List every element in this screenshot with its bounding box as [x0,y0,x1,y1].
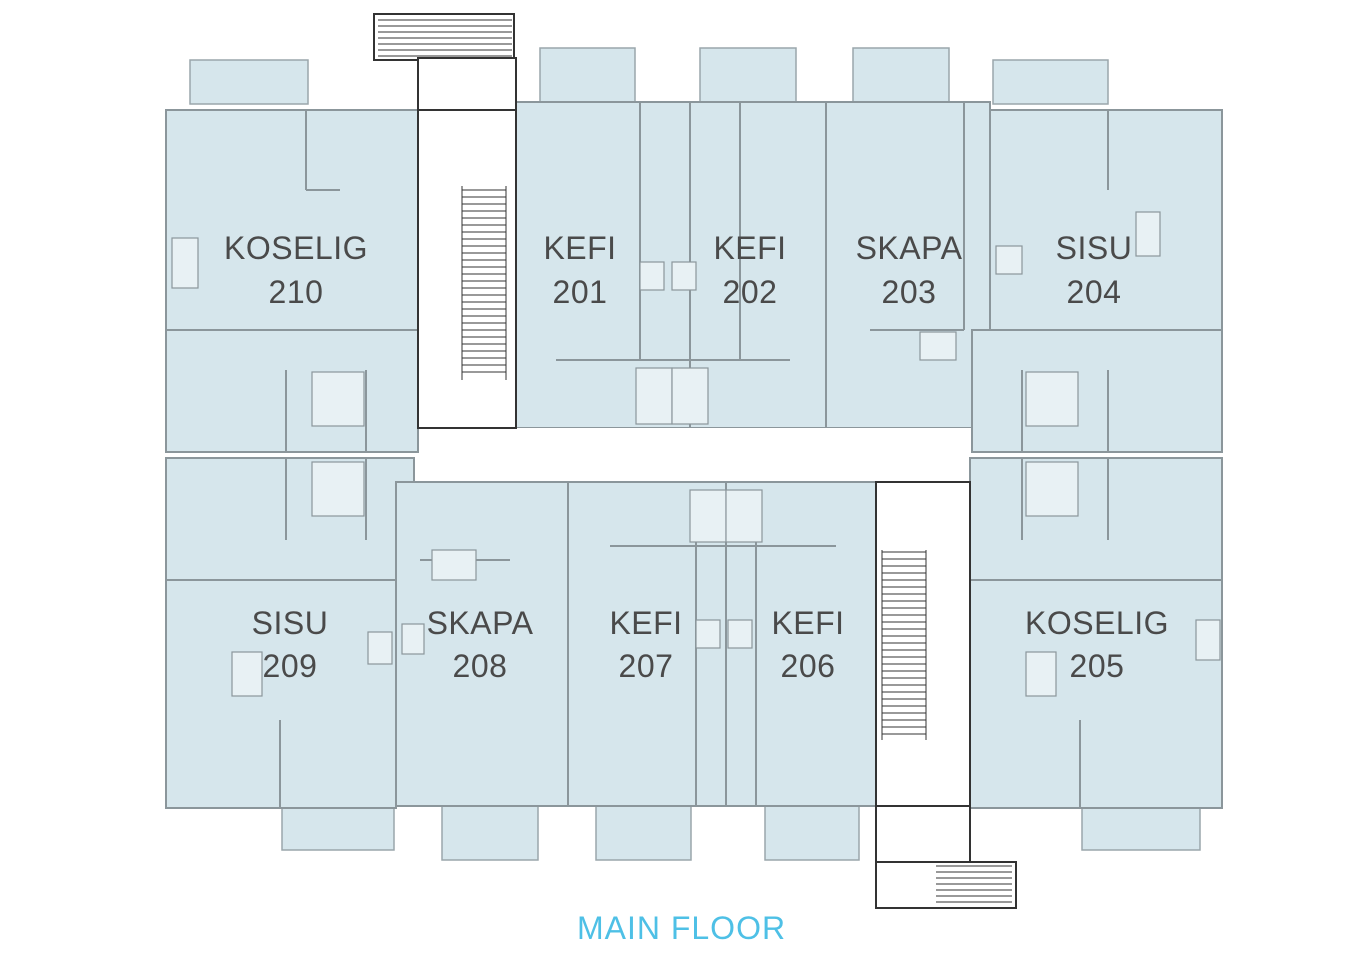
side-wings [165,329,1223,453]
unit-name-202: KEFI [713,230,786,266]
interior-walls [166,102,1222,808]
unit-name-210: KOSELIG [224,230,368,266]
unit-number-207: 207 [619,648,674,684]
unit-number-208: 208 [453,648,508,684]
stairwell-north [373,13,517,429]
fixtures [171,211,1221,697]
unit-name-203: SKAPA [856,230,963,266]
unit-number-203: 203 [882,274,937,310]
corridor [372,428,1022,482]
floor-title: MAIN FLOOR [576,910,787,946]
unit-number-210: 210 [269,274,324,310]
unit-number-202: 202 [723,274,778,310]
unit-name-209: SISU [252,605,329,641]
unit-number-205: 205 [1070,648,1125,684]
unit-name-201: KEFI [543,230,616,266]
unit-number-209: 209 [263,648,318,684]
unit-number-204: 204 [1067,274,1122,310]
stair-treads [378,19,1012,903]
stairwell-south [875,481,1017,909]
balconies-bottom [281,803,1201,861]
unit-number-206: 206 [781,648,836,684]
unit-labels: KOSELIG 210 KEFI 201 KEFI 202 SKAPA 203 … [224,230,1169,684]
unit-name-206: KEFI [771,605,844,641]
unit-number-201: 201 [553,274,608,310]
unit-name-204: SISU [1056,230,1133,266]
balconies-top [189,47,1109,105]
unit-name-208: SKAPA [427,605,534,641]
unit-name-205: KOSELIG [1025,605,1169,641]
unit-name-207: KEFI [609,605,682,641]
